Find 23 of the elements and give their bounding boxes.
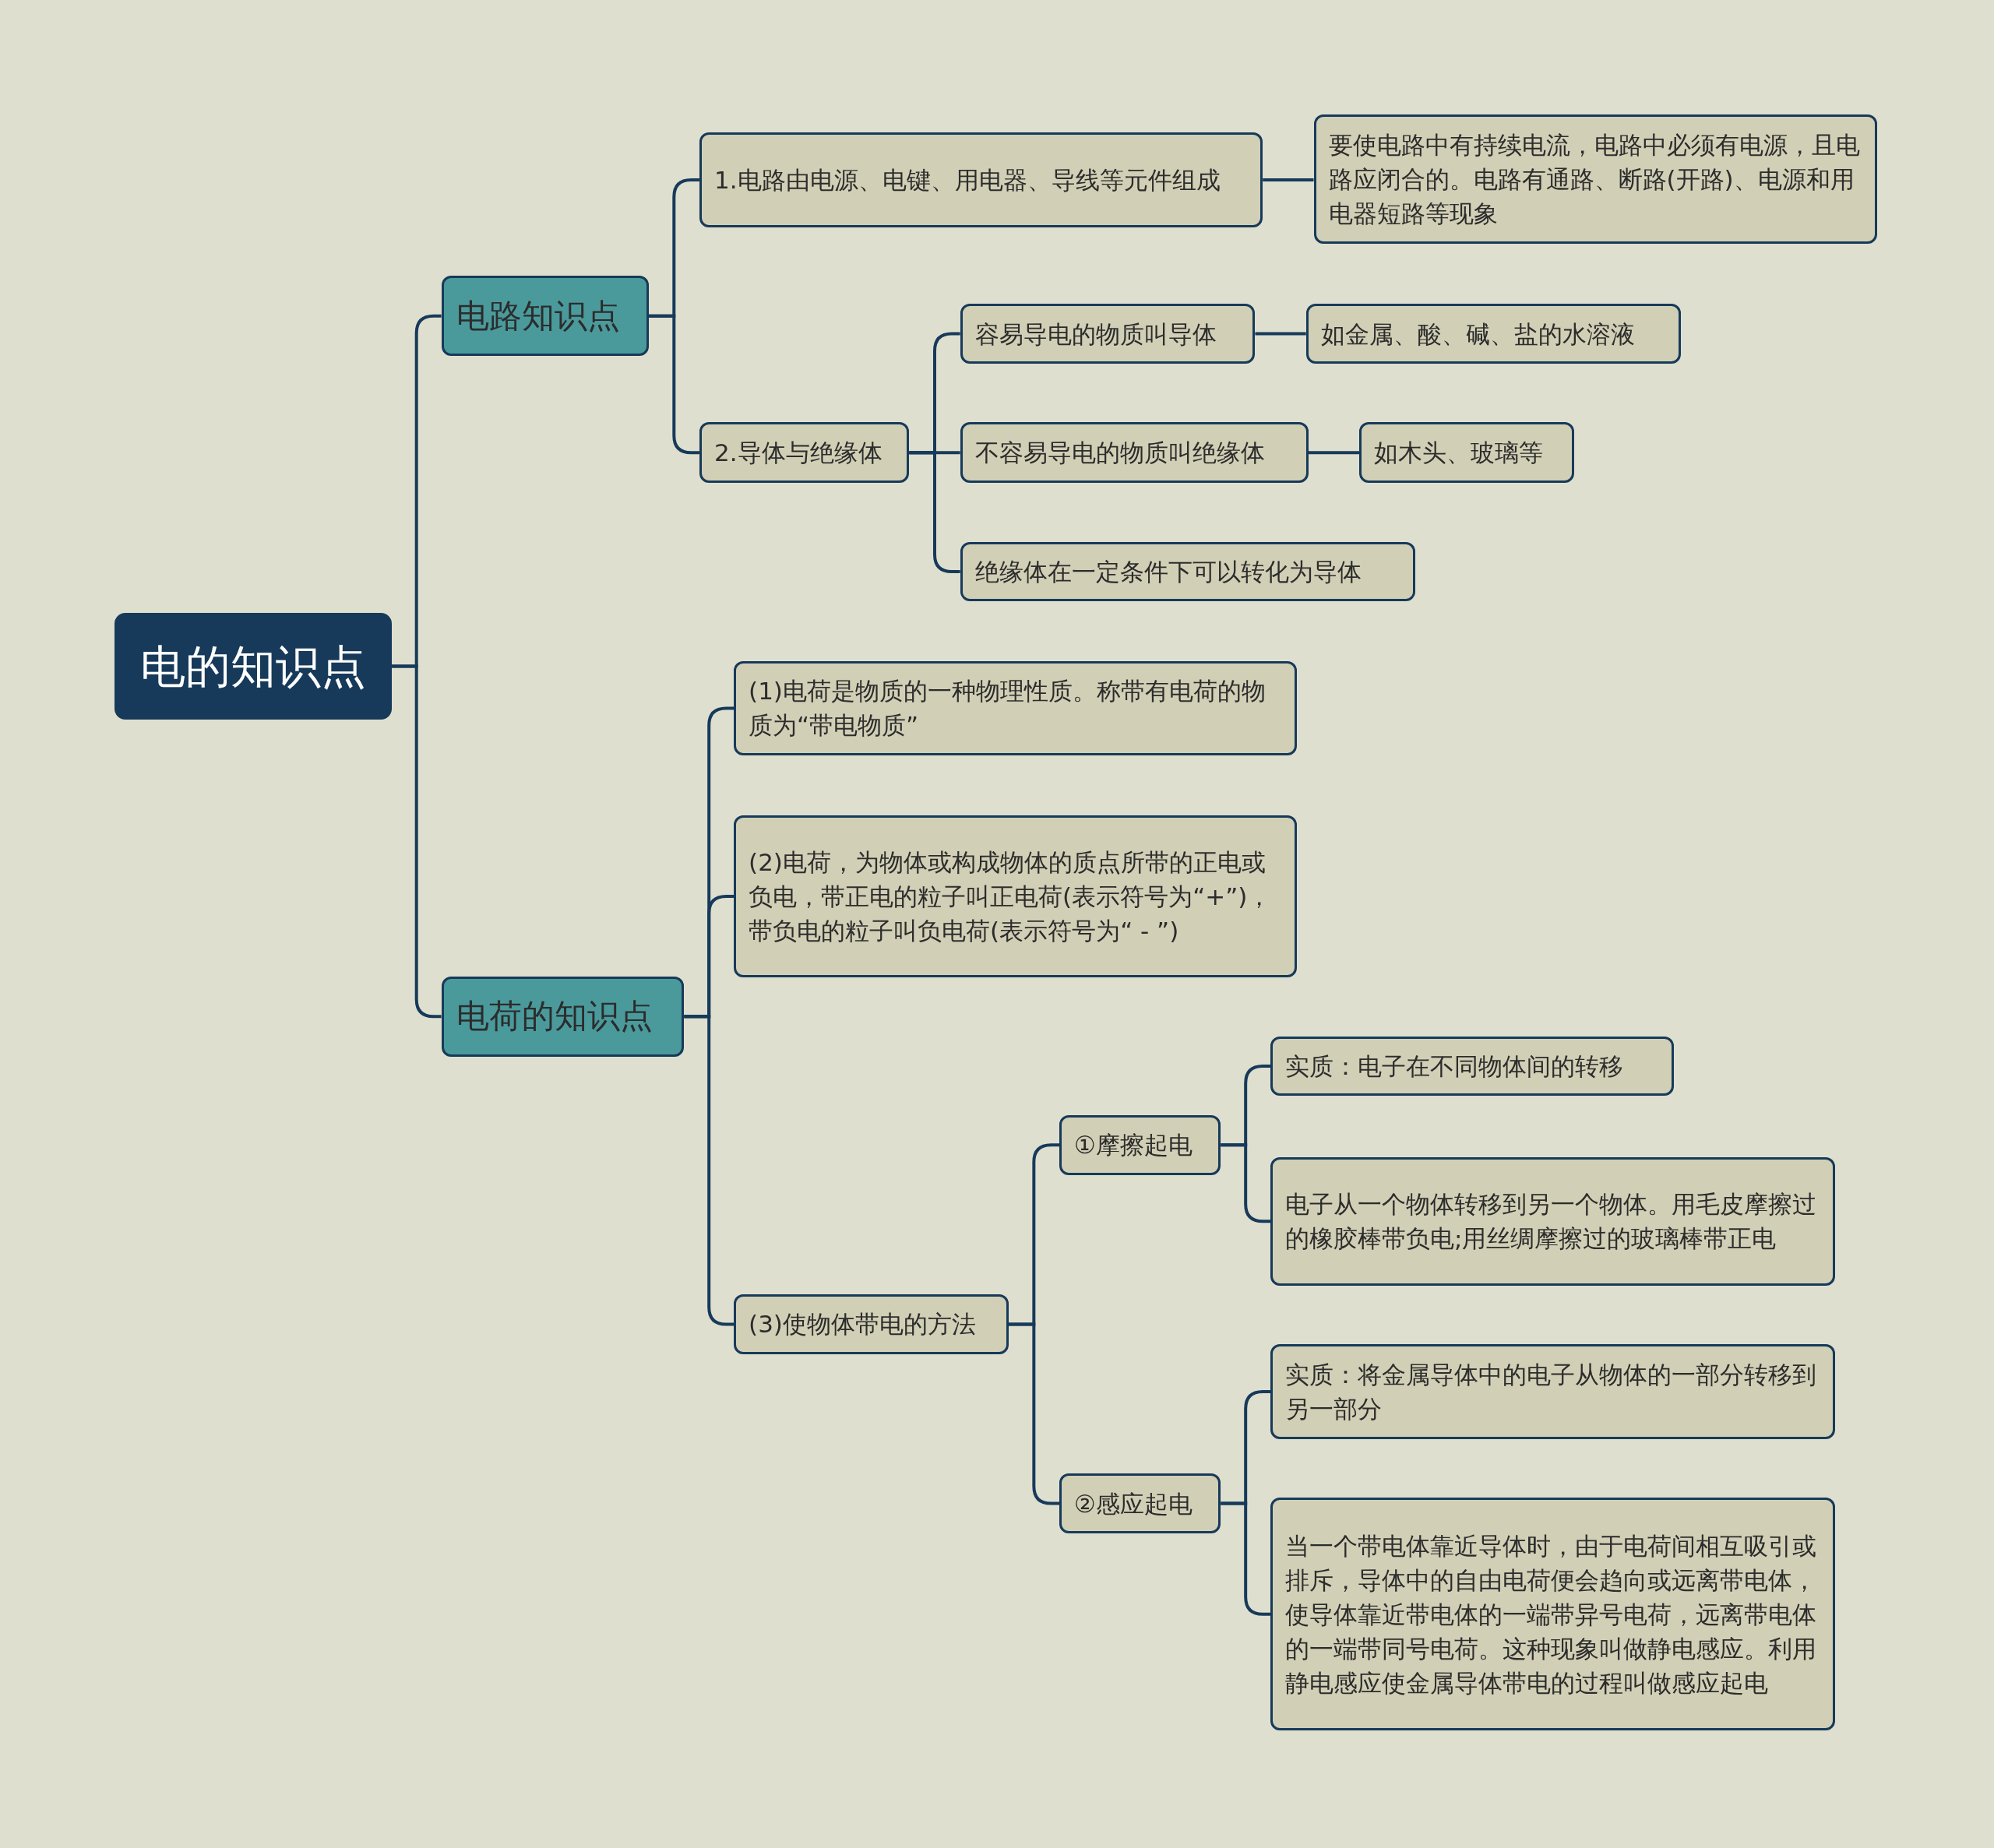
topic-box: 电路知识点 bbox=[441, 276, 649, 357]
subtopic-box: ①摩擦起电 bbox=[1059, 1114, 1221, 1175]
subtopic-box: 容易导电的物质叫导体 bbox=[960, 304, 1256, 364]
subtopic-box: 2.导体与绝缘体 bbox=[699, 422, 910, 484]
subtopic-box: (1)电荷是物质的一种物理性质。称带有电荷的物质为“带电物质” bbox=[734, 660, 1298, 755]
subtopic-box: 不容易导电的物质叫绝缘体 bbox=[960, 422, 1309, 484]
subtopic-box: 绝缘体在一定条件下可以转化为导体 bbox=[960, 541, 1416, 602]
topic-box: 电荷的知识点 bbox=[441, 976, 685, 1057]
subtopic-box: 如金属、酸、碱、盐的水溶液 bbox=[1305, 304, 1682, 364]
subtopic-box: ②感应起电 bbox=[1059, 1473, 1221, 1533]
subtopic-box: 如木头、玻璃等 bbox=[1359, 422, 1575, 484]
subtopic-box: 当一个带电体靠近导体时，由于电荷间相互吸引或排斥，导体中的自由电荷便会趋向或远离带电体，使导体靠近带电体的一端带异号电荷，远离带电体的一端带同号电荷。这种现象叫做静电感应。利用静电感应使金属导体带电的过程叫做感应起电 bbox=[1270, 1498, 1835, 1730]
subtopic-box: 实质：将金属导体中的电子从物体的一部分转移到另一部分 bbox=[1270, 1343, 1835, 1440]
subtopic-box: (3)使物体带电的方法 bbox=[734, 1294, 1009, 1354]
subtopic-box: (2)电荷，为物体或构成物体的质点所带的正电或负电，带正电的粒子叫正电荷(表示符号为“+”)，带负电的粒子叫负电荷(表示符号为“ - ”) bbox=[734, 815, 1298, 978]
connector-line bbox=[1263, 178, 1314, 181]
subtopic-box: 电子从一个物体转移到另一个物体。用毛皮摩擦过的橡胶棒带负电;用丝绸摩擦过的玻璃棒带正电 bbox=[1270, 1156, 1835, 1286]
subtopic-box: 要使电路中有持续电流，电路中必须有电源，且电路应闭合的。电路有通路、断路(开路)、电源和用电器短路等现象 bbox=[1313, 114, 1877, 245]
central-topic-box: 电的知识点 bbox=[114, 612, 392, 720]
connector-line bbox=[1309, 451, 1360, 455]
connector-line bbox=[1255, 332, 1306, 336]
subtopic-box: 1.电路由电源、电键、用电器、导线等元件组成 bbox=[699, 132, 1263, 228]
subtopic-box: 实质：电子在不同物体间的转移 bbox=[1270, 1036, 1674, 1096]
